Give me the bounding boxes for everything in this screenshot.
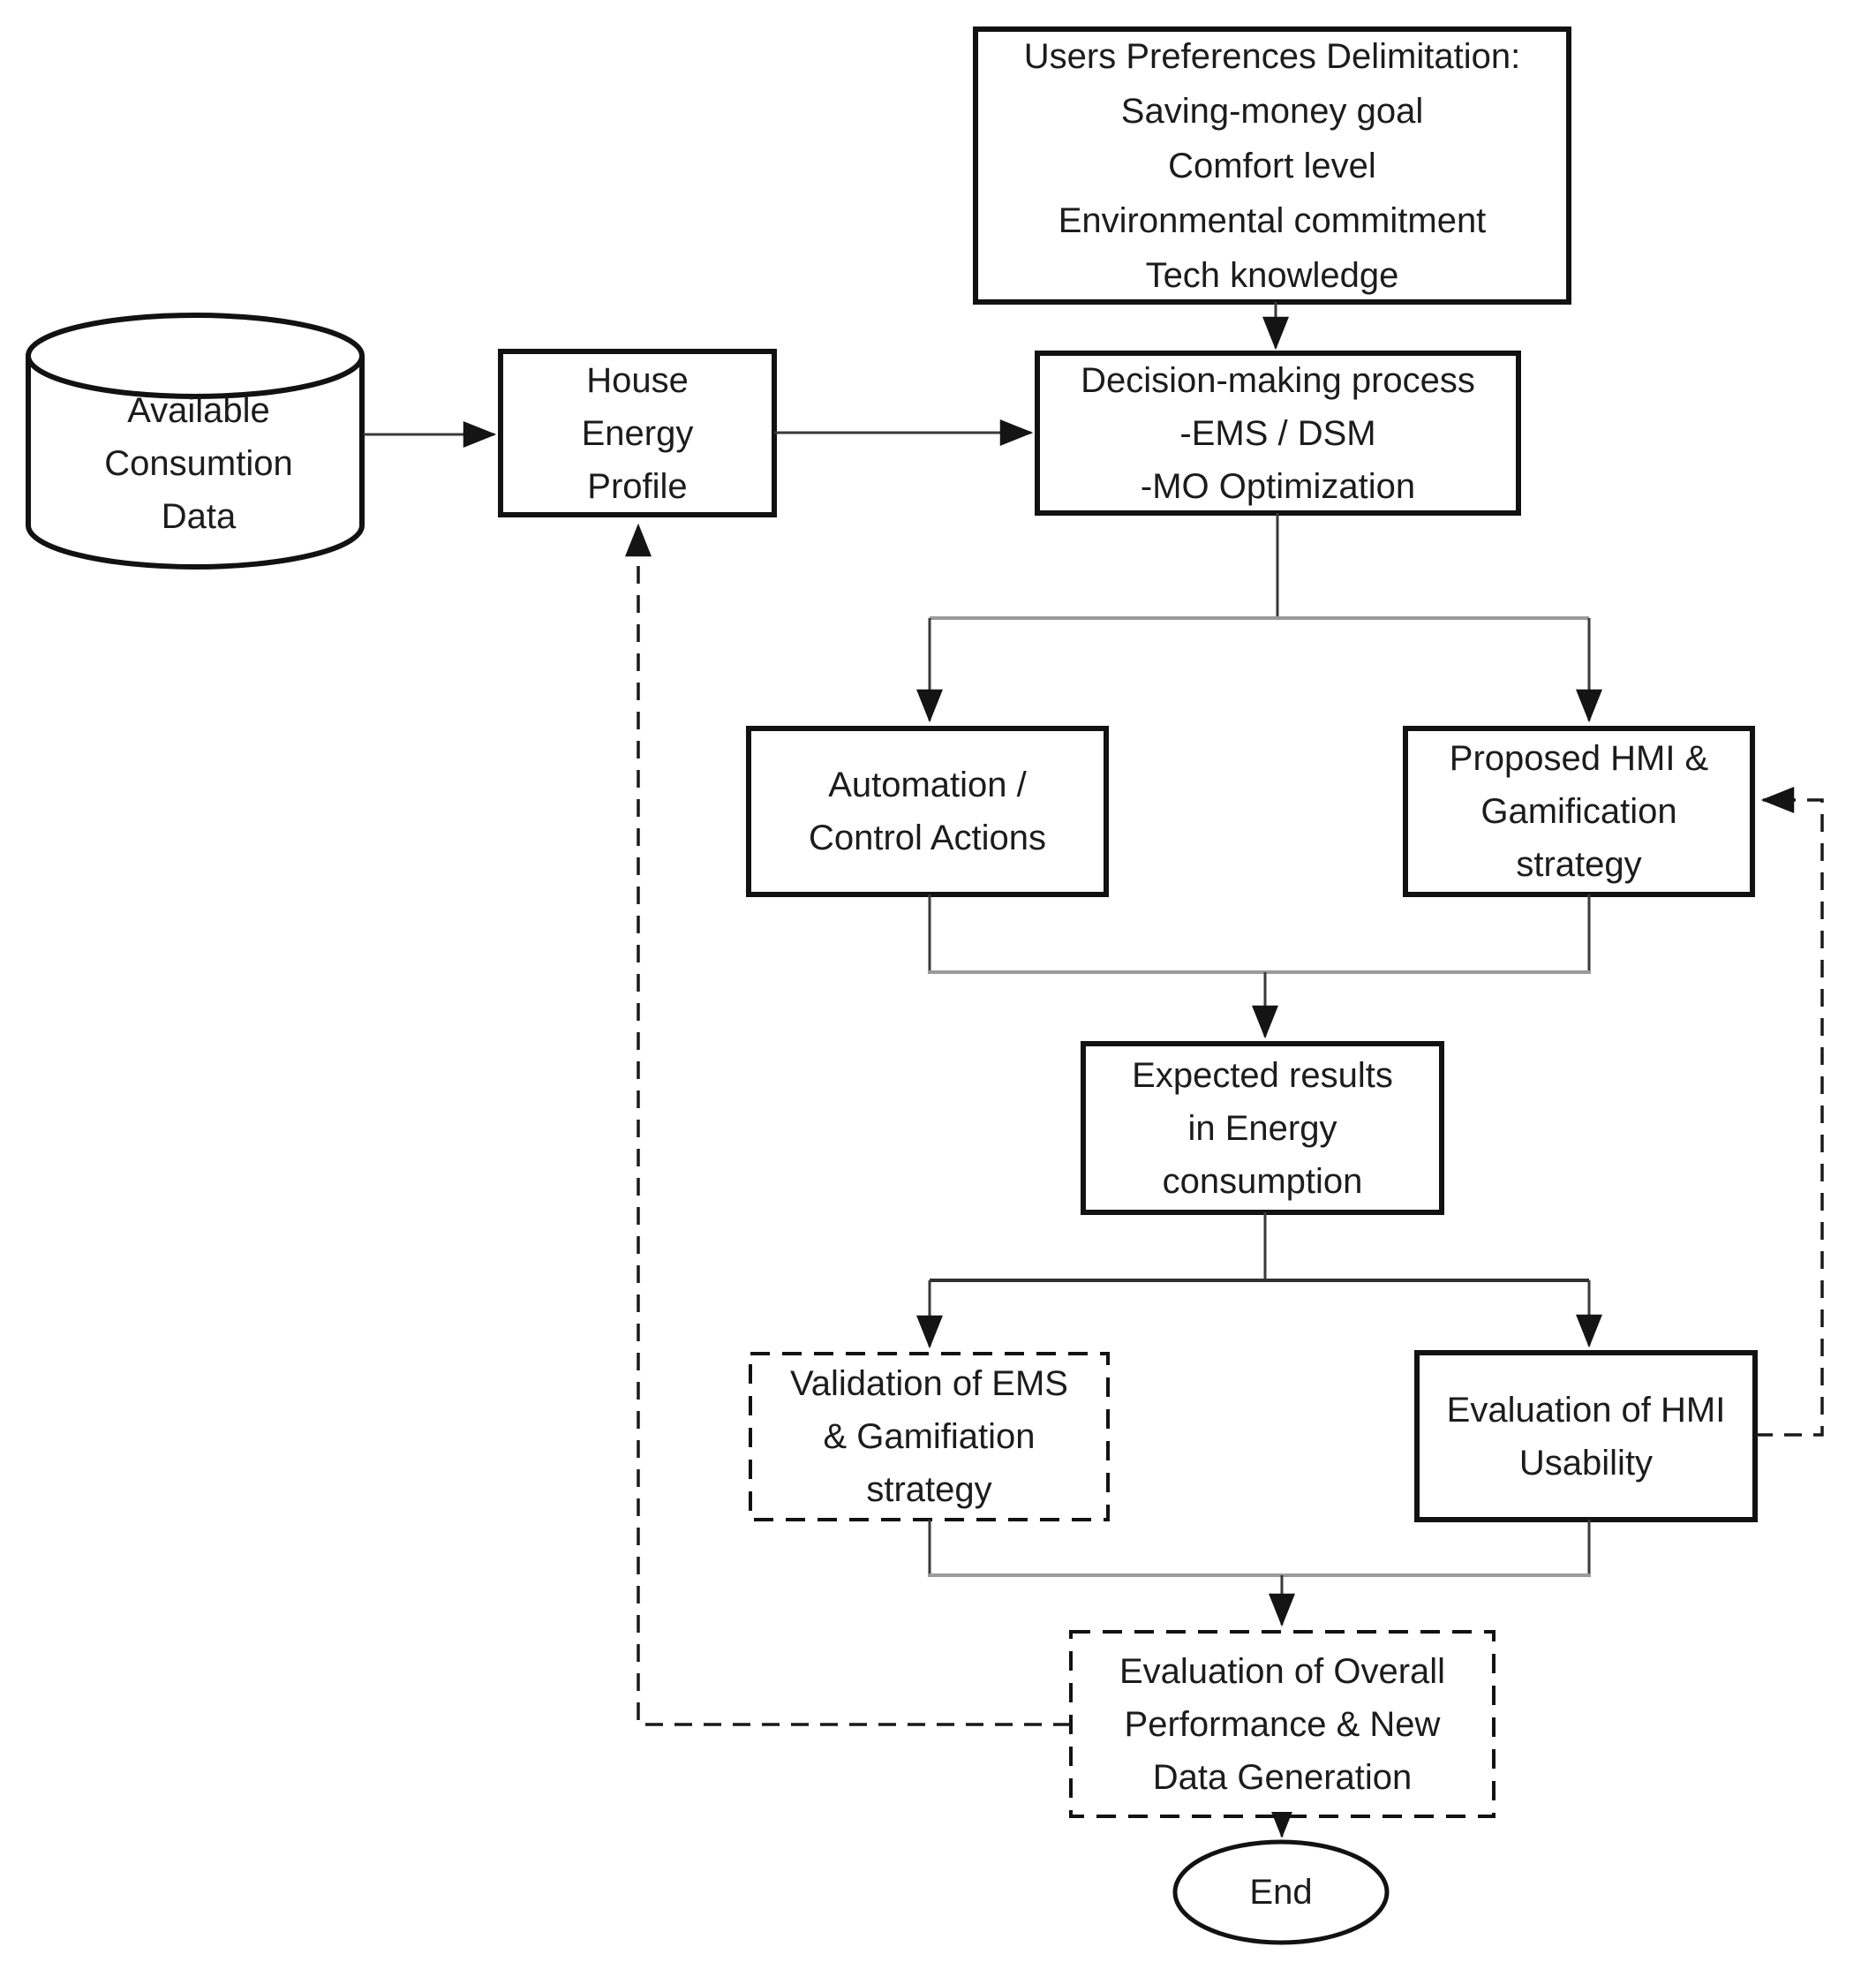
node-expected-results-box — [1081, 1041, 1444, 1215]
node-users-preferences-box — [973, 26, 1571, 305]
node-end-ellipse — [1172, 1839, 1390, 1945]
node-evaluation-hmi-box — [1414, 1350, 1758, 1522]
node-overall-evaluation-box — [1069, 1630, 1496, 1818]
node-proposed-hmi-box — [1403, 726, 1755, 897]
node-available-data-cylinder-body — [26, 356, 365, 570]
edge-feedback-evaluation-to-proposed — [1755, 787, 1824, 1437]
node-available-data-cylinder-top — [26, 313, 365, 399]
node-automation-box — [746, 726, 1109, 897]
node-decision-making-box — [1035, 351, 1521, 516]
node-house-energy-profile-box — [498, 349, 777, 517]
edge-feedback-overall-to-house — [625, 523, 1071, 1726]
node-validation-box — [749, 1352, 1110, 1521]
